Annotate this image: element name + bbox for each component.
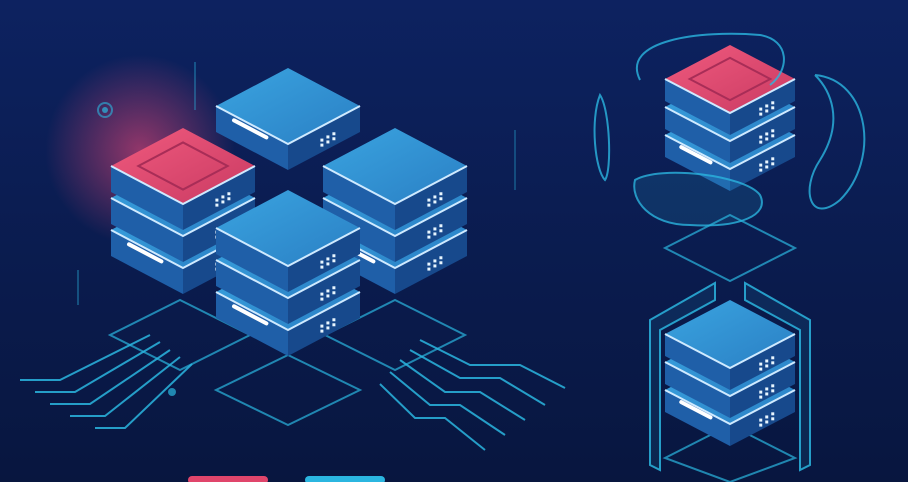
deco-dot bbox=[168, 388, 176, 396]
server-stack-back-icon bbox=[215, 68, 361, 170]
orbit-ring-icon bbox=[593, 32, 866, 227]
bottom-bar-red bbox=[188, 476, 268, 482]
circuit-lines-left-icon bbox=[20, 334, 193, 429]
server-block bbox=[215, 68, 361, 170]
server-block-red bbox=[110, 128, 256, 230]
deco-dot bbox=[97, 102, 113, 118]
server-stack-orbit-icon bbox=[664, 45, 796, 191]
server-block bbox=[215, 190, 361, 292]
deco-dot bbox=[102, 107, 108, 113]
server-stack-front-icon bbox=[215, 190, 361, 356]
server-block-red bbox=[664, 45, 796, 135]
circuit-lines-right-icon bbox=[379, 339, 566, 451]
server-block bbox=[664, 300, 796, 390]
server-block bbox=[322, 128, 468, 230]
server-stack-shield-icon bbox=[664, 300, 796, 446]
bottom-bar-blue bbox=[305, 476, 385, 482]
shield-panel-icon bbox=[649, 281, 811, 472]
